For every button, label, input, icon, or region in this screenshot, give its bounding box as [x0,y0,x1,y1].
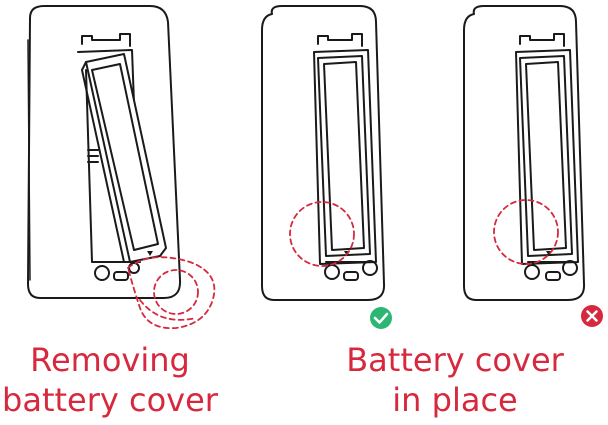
battery-cover [520,56,572,256]
device-removing-cover [28,6,214,328]
battery-cover [318,56,370,256]
caption-removing-cover: Removing battery cover [0,340,220,420]
device-cover-correct [262,6,384,300]
caption-line: battery cover [0,380,220,420]
release-button [525,265,539,279]
check-icon [370,307,392,329]
port-slot [546,272,560,280]
port-slot [114,272,128,280]
release-button [325,265,339,279]
release-button-right [129,263,139,273]
caption-cover-in-place: Battery cover in place [330,340,580,420]
device-cover-wrong [464,6,584,300]
top-slot [318,34,362,46]
caption-line: Removing [0,340,220,380]
battery-cover-tilted [82,54,166,262]
port-slot [344,272,358,280]
release-button [95,266,109,280]
cross-icon [581,305,603,327]
caption-line: in place [330,380,580,420]
top-slot [520,34,564,46]
finger-indicator [128,257,214,328]
top-slot [82,34,130,46]
caption-line: Battery cover [330,340,580,380]
